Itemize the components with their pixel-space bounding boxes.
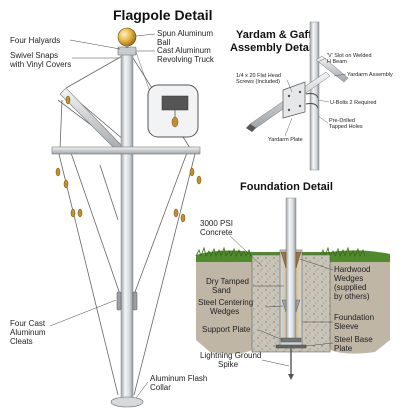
foundation-labels: 3000 PSI Concrete Dry Tamped Sand Steel … bbox=[198, 219, 374, 369]
foundation-drawing bbox=[195, 197, 390, 380]
yardarm-assembly-drawing bbox=[246, 21, 349, 171]
label-halyards: Four Halyards bbox=[10, 36, 60, 45]
label-centering-1: Steel Centering bbox=[198, 298, 253, 307]
label-tapped-2: Tapped Holes bbox=[329, 124, 363, 130]
label-collar-2: Collar bbox=[150, 383, 171, 392]
label-hardwood-2: Wedges bbox=[334, 274, 363, 283]
label-sleeve-1: Foundation bbox=[334, 313, 374, 322]
label-centering-2: Wedges bbox=[210, 307, 239, 316]
truck-zoom-callout bbox=[135, 51, 199, 138]
label-yardarm-plate: Yardarm Plate bbox=[268, 137, 303, 143]
label-truck-1: Cast Aluminum bbox=[157, 46, 211, 55]
label-u-bolts: U-Bolts 2 Required bbox=[330, 100, 376, 106]
label-swivel-2: with Vinyl Covers bbox=[9, 60, 71, 69]
label-swivel-1: Swivel Snaps bbox=[10, 51, 58, 60]
label-cleats-1: Four Cast bbox=[10, 319, 46, 328]
label-v-slot-1: 'V' Slot on Welded bbox=[327, 53, 372, 59]
label-sleeve-2: Sleeve bbox=[334, 322, 359, 331]
label-spike-2: Spike bbox=[218, 360, 239, 369]
swivel-snaps bbox=[55, 95, 202, 223]
label-hardwood-4: by others) bbox=[334, 292, 370, 301]
flagpole-detail-title: Flagpole Detail bbox=[113, 7, 213, 23]
cleats bbox=[116, 291, 138, 311]
yardarm-detail-title-2: Assembly Detail bbox=[230, 42, 315, 54]
spun-aluminum-ball bbox=[117, 27, 137, 47]
label-cleats-3: Cleats bbox=[10, 337, 33, 346]
label-screws-2: Screws (Included) bbox=[236, 79, 280, 85]
label-tapped-1: Pre-Drilled bbox=[329, 118, 355, 124]
label-concrete-1: 3000 PSI bbox=[200, 219, 233, 228]
label-v-slot-2: H Beam bbox=[327, 59, 347, 65]
label-collar-1: Aluminum Flash bbox=[150, 374, 207, 383]
label-support-plate: Support Plate bbox=[202, 325, 251, 334]
flagpole-labels: Spun Aluminum Ball Cast Aluminum Revolvi… bbox=[9, 29, 215, 399]
main-pole bbox=[120, 51, 134, 403]
label-spun-ball-2: Ball bbox=[157, 38, 171, 47]
revolving-truck bbox=[117, 46, 137, 56]
label-sand-1: Dry Tamped bbox=[206, 277, 249, 286]
yardarm-labels: 'V' Slot on Welded H Beam 1/4 x 20 Flat … bbox=[236, 53, 393, 143]
label-baseplate-1: Steel Base bbox=[334, 335, 373, 344]
label-truck-2: Revolving Truck bbox=[157, 55, 215, 64]
label-baseplate-2: Plate bbox=[334, 344, 353, 353]
label-sand-2: Sand bbox=[212, 286, 231, 295]
label-spun-ball-1: Spun Aluminum bbox=[157, 29, 213, 38]
label-spike-1: Lightning Ground bbox=[200, 351, 261, 360]
foundation-detail-title: Foundation Detail bbox=[240, 181, 333, 193]
label-screws-1: 1/4 x 20 Flat Head bbox=[236, 73, 281, 79]
yardarm-detail-title-1: Yardam & Gaff bbox=[236, 29, 312, 41]
label-cleats-2: Aluminum bbox=[10, 328, 46, 337]
label-yardarm-assembly: Yardarm Assembly bbox=[347, 72, 393, 78]
yardarm-crossbar bbox=[51, 146, 201, 155]
label-concrete-2: Concrete bbox=[200, 228, 233, 237]
flash-collar bbox=[110, 396, 144, 408]
label-hardwood-3: (supplied bbox=[334, 283, 366, 292]
label-hardwood-1: Hardwood bbox=[334, 265, 370, 274]
ball-stem bbox=[125, 45, 129, 48]
